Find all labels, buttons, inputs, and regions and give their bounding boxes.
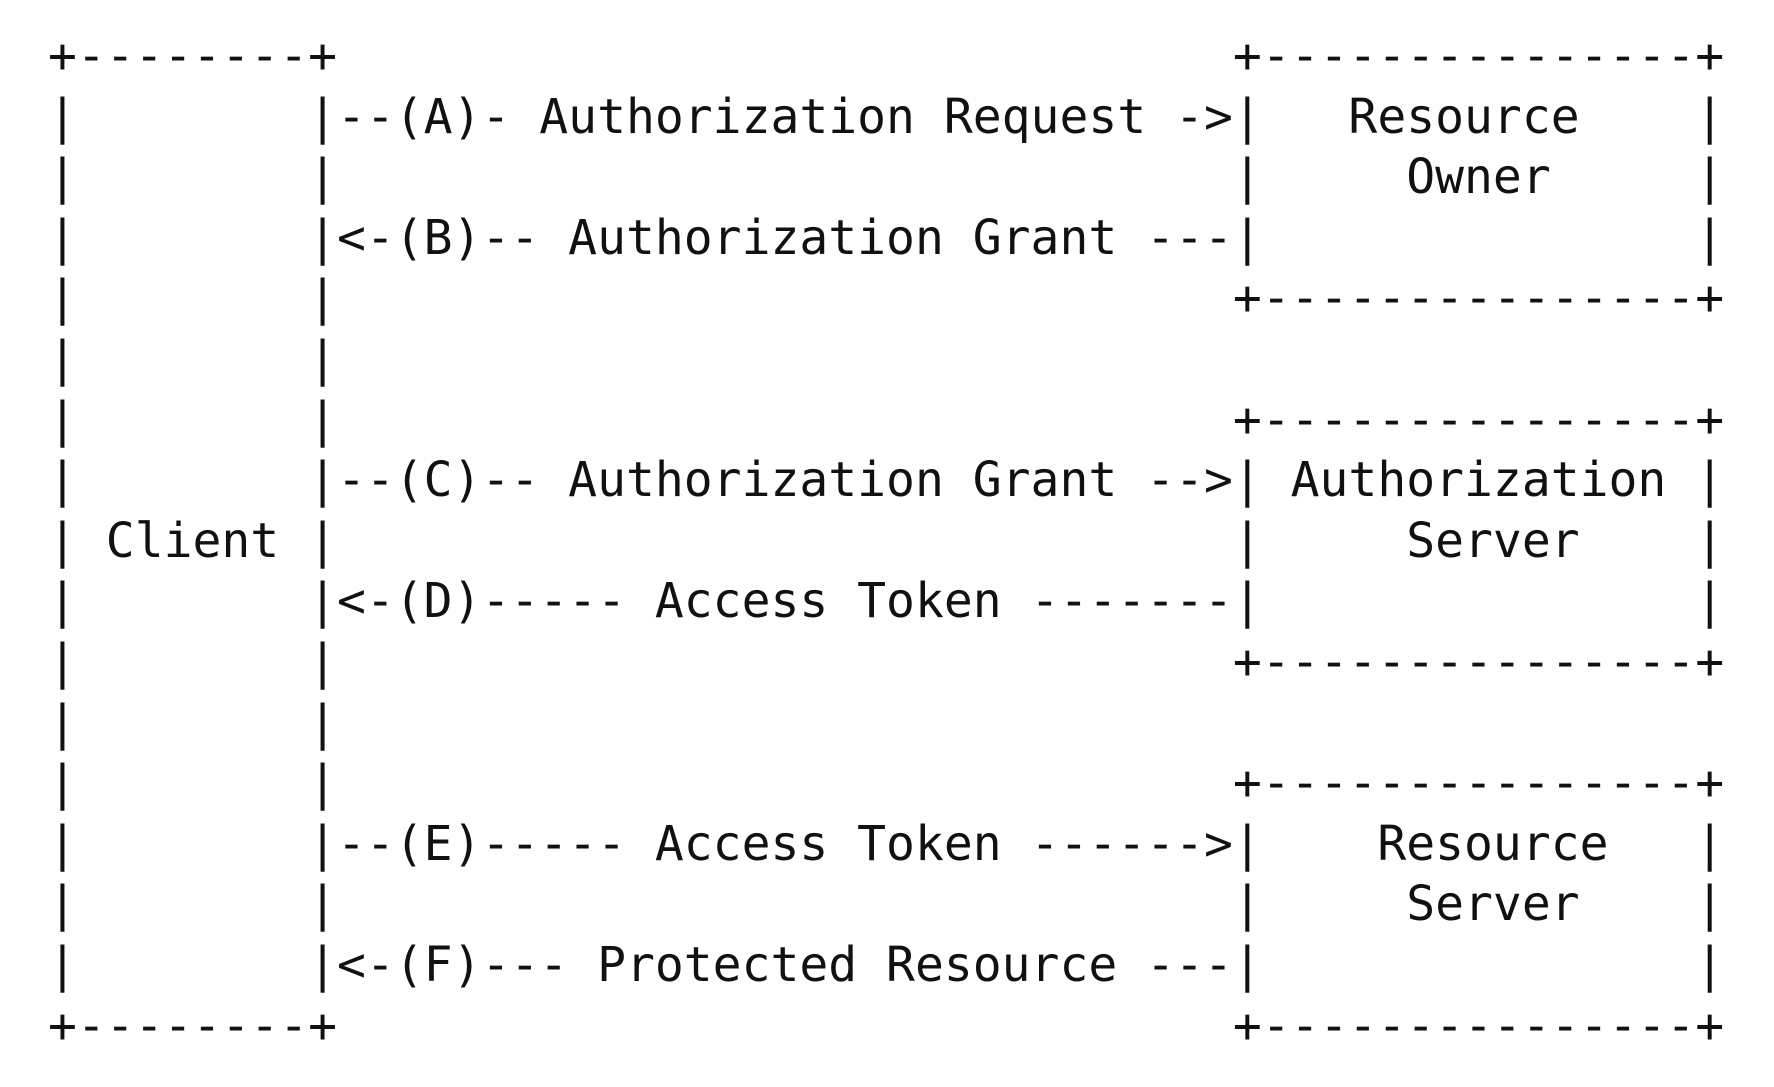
diagram-line: | |--(C)-- Authorization Grant -->| Auth… [48, 452, 1725, 509]
diagram-line: | | | Server | [48, 876, 1725, 933]
diagram-line: | |<-(F)--- Protected Resource ---| | [48, 936, 1725, 993]
diagram-line: | | +---------------+ [48, 391, 1725, 448]
diagram-line: | | +---------------+ [48, 270, 1725, 327]
diagram-line: | | [48, 694, 337, 751]
diagram-line: | | +---------------+ [48, 633, 1725, 690]
diagram-line: | | +---------------+ [48, 755, 1725, 812]
diagram-line: | |--(A)- Authorization Request ->| Reso… [48, 88, 1725, 145]
diagram-line: | |<-(D)----- Access Token -------| | [48, 573, 1725, 630]
diagram-line: | |--(E)----- Access Token ------>| Reso… [48, 815, 1725, 872]
oauth-flow-ascii-diagram: +--------+ +---------------+| |--(A)- Au… [48, 26, 1724, 1056]
diagram-line: | Client | | Server | [48, 512, 1725, 569]
diagram-line: +--------+ +---------------+ [48, 997, 1725, 1054]
diagram-line: +--------+ +---------------+ [48, 28, 1725, 84]
diagram-line: | |<-(B)-- Authorization Grant ---| | [48, 209, 1725, 266]
diagram-line: | | | Owner | [48, 149, 1725, 206]
diagram-line: | | [48, 330, 337, 387]
